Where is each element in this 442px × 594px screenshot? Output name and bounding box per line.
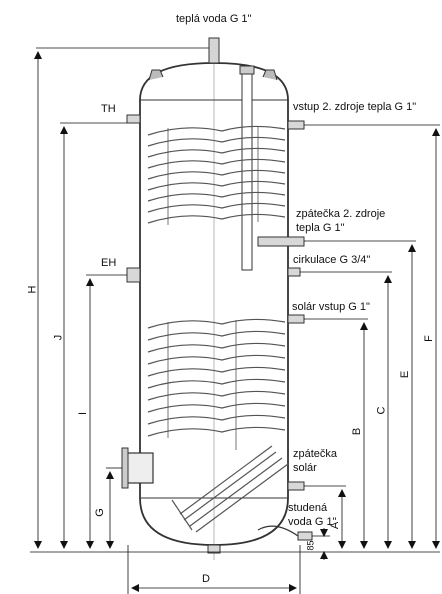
dimension-lines	[30, 47, 440, 594]
dim-i: I	[77, 411, 90, 416]
solar-return-port	[287, 481, 305, 491]
dim-h: H	[26, 285, 39, 294]
cold-water-label-2: voda G 1"	[288, 516, 337, 528]
dim-85: 85	[305, 540, 316, 551]
dim-e: E	[399, 370, 412, 379]
cold-water-port	[297, 531, 313, 541]
circulation-label: cirkulace G 3/4"	[293, 254, 371, 266]
return-2nd-source-label-1: zpátečka 2. zdroje	[296, 208, 386, 220]
solar-return-label-2: solár	[293, 462, 317, 474]
dim-d: D	[202, 573, 210, 585]
eh-port	[126, 267, 141, 283]
solar-inlet-port	[287, 314, 305, 324]
solar-inlet-label: solár vstup G 1"	[292, 301, 370, 313]
hot-water-label: teplá voda G 1"	[176, 13, 252, 25]
hot-water-pipe	[208, 37, 220, 64]
flange-port	[126, 452, 154, 484]
solar-return-label-1: zpátečka	[293, 448, 338, 460]
circulation-port	[287, 267, 301, 277]
lifting-lug-right	[262, 69, 278, 81]
dim-g: G	[93, 508, 106, 517]
upper-heat-exchanger-coil	[147, 125, 286, 225]
lifting-lug-left	[148, 69, 164, 81]
dim-f: F	[422, 335, 435, 342]
dim-b: B	[351, 427, 364, 436]
dim-j: J	[52, 334, 65, 341]
dim-c: C	[375, 406, 388, 415]
lower-heat-exchanger-coil	[147, 318, 286, 450]
return-2nd-port	[257, 236, 305, 247]
return-2nd-source-label-2: tepla G 1"	[296, 222, 345, 234]
solar-return-tubes	[171, 445, 289, 533]
drain-port	[207, 544, 221, 554]
inlet-2nd-port	[287, 120, 305, 130]
dim-a: A	[329, 521, 342, 530]
inlet-2nd-source-label: vstup 2. zdroje tepla G 1"	[293, 101, 417, 113]
cold-water-label-1: studená	[288, 502, 328, 514]
th-label: TH	[101, 103, 116, 115]
th-port	[126, 114, 141, 124]
eh-label: EH	[101, 257, 117, 269]
